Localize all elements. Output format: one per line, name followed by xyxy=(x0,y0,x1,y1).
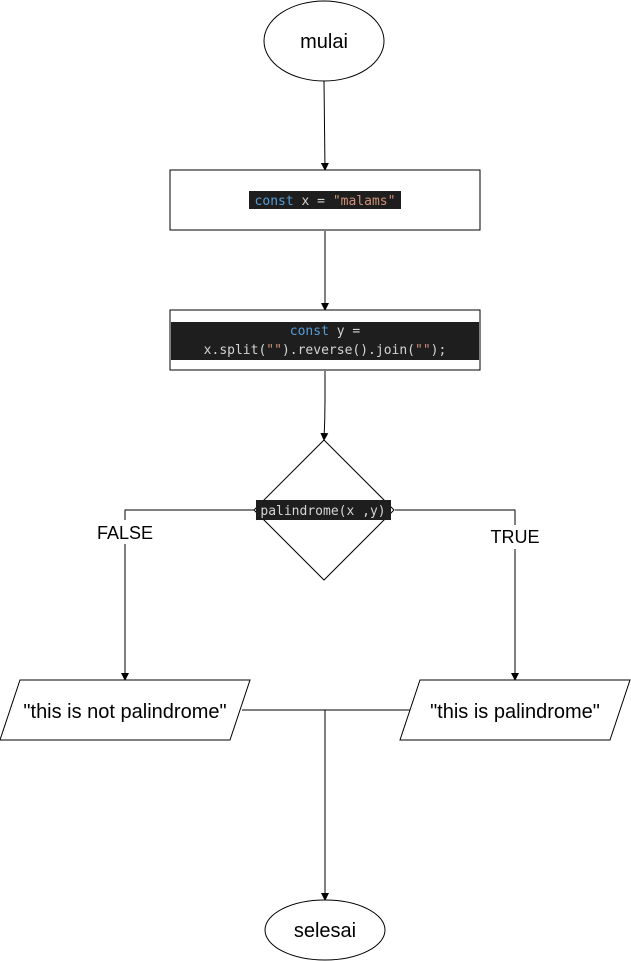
code-line: const x = "malams" xyxy=(255,194,396,209)
code-token: const xyxy=(290,324,329,339)
code-token: y = xyxy=(329,324,360,339)
code-token: "malams" xyxy=(333,194,396,209)
end-node: selesai xyxy=(264,899,386,961)
connector-step2-to-decision xyxy=(320,371,329,441)
code-token: ).reverse().join( xyxy=(282,343,415,358)
connector-start-to-step1 xyxy=(320,80,329,171)
code-line: x.split("").reverse().join(""); xyxy=(204,343,447,358)
connectors xyxy=(121,80,519,901)
step1-code: const x = "malams" xyxy=(255,194,396,209)
false-branch-label: FALSE xyxy=(97,523,153,543)
output-true-node: "this is palindrome" xyxy=(399,679,631,741)
code-token: const xyxy=(255,194,294,209)
process-step-1: const x = "malams" xyxy=(169,169,481,231)
output-true-label: "this is palindrome" xyxy=(430,701,600,723)
code-token: ); xyxy=(431,343,447,358)
code-token: "" xyxy=(415,343,431,358)
end-label: selesai xyxy=(294,920,356,942)
start-label: mulai xyxy=(300,31,348,53)
code-highlight-bg xyxy=(171,322,479,360)
code-line: const y = xyxy=(290,324,361,339)
true-branch-label: TRUE xyxy=(491,527,540,547)
code-highlight-bg xyxy=(256,500,391,520)
code-highlight-bg xyxy=(249,191,401,209)
process-step-2: const y =x.split("").reverse().join(""); xyxy=(169,309,481,371)
output-false-node: "this is not palindrome" xyxy=(0,679,251,741)
decision-label: palindrome(x ,y) xyxy=(260,504,385,519)
step2-code: const y =x.split("").reverse().join(""); xyxy=(204,324,447,358)
code-token: x.split( xyxy=(204,343,267,358)
start-node: mulai xyxy=(263,0,385,82)
connector-decision-false xyxy=(121,509,255,681)
code-token: x = xyxy=(294,194,333,209)
decision-node: palindrome(x ,y) xyxy=(253,439,395,581)
code-token: "" xyxy=(266,343,282,358)
connector-decision-true xyxy=(395,509,519,681)
output-false-label: "this is not palindrome" xyxy=(23,701,226,723)
